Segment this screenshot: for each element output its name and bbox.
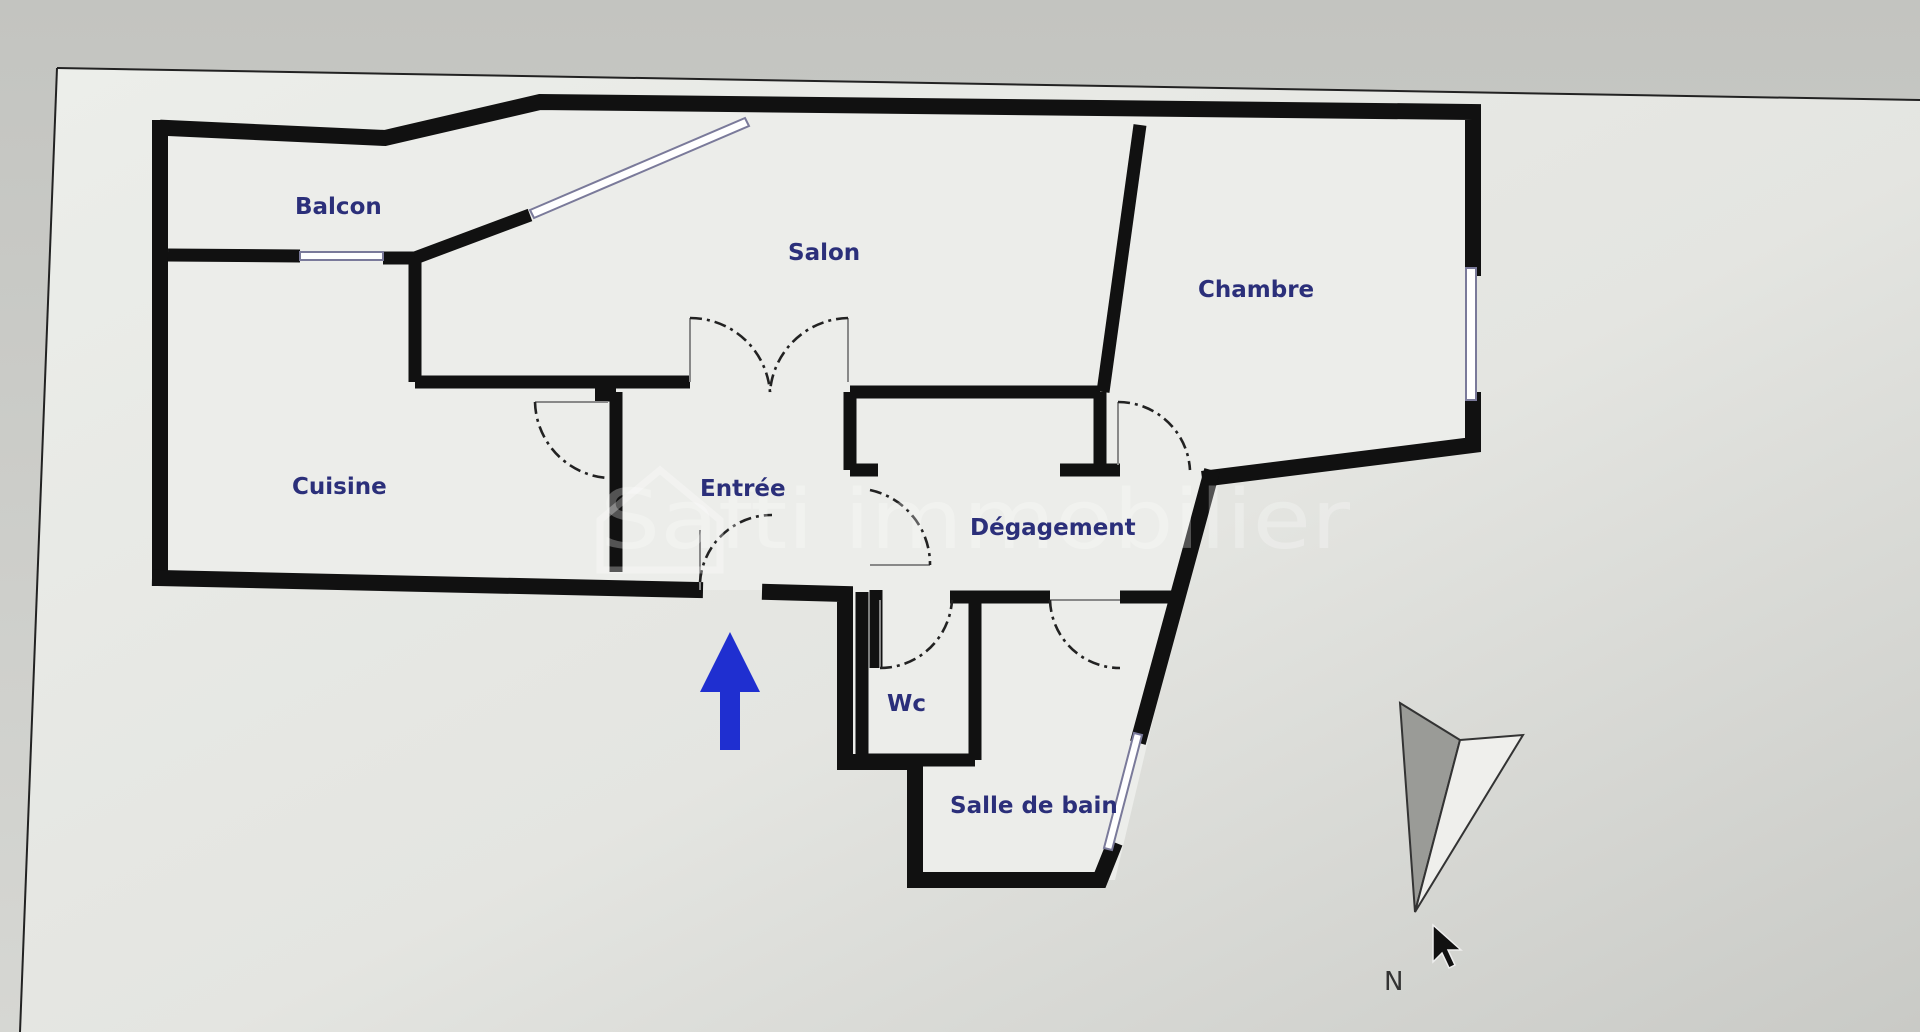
room-label-wc: Wc [887, 691, 926, 717]
windows [299, 116, 1477, 852]
room-floors [160, 102, 1473, 880]
paper-border-left [19, 67, 58, 1032]
room-label-entree: Entrée [700, 476, 786, 502]
compass-icon: N [1384, 701, 1525, 997]
room-label-chambre: Chambre [1198, 277, 1314, 303]
window-chambre [1465, 267, 1477, 401]
arrow-up-icon [700, 632, 760, 750]
room-label-degagement: Dégagement [970, 515, 1136, 541]
interior-walls [167, 124, 1175, 767]
watermark-logo-icon [596, 465, 724, 574]
room-label-salon: Salon [788, 240, 860, 266]
paper-border [56, 67, 1920, 101]
watermark-text: Safti immobilier [600, 473, 1350, 568]
mouse-pointer-icon [1432, 923, 1463, 970]
doors [533, 316, 1192, 670]
compass-north-label: N [1384, 967, 1403, 997]
window-cuisine-balcon [299, 251, 384, 261]
watermark: Safti immobilier [596, 465, 1350, 574]
room-label-cuisine: Cuisine [292, 474, 387, 500]
window-salon-balcon [528, 116, 751, 220]
room-label-salle-de-bain: Salle de bain [950, 793, 1118, 819]
room-labels: Balcon Salon Chambre Cuisine Entrée Déga… [292, 194, 1314, 819]
room-label-balcon: Balcon [295, 194, 382, 220]
window-salle-de-bain [1102, 731, 1144, 852]
